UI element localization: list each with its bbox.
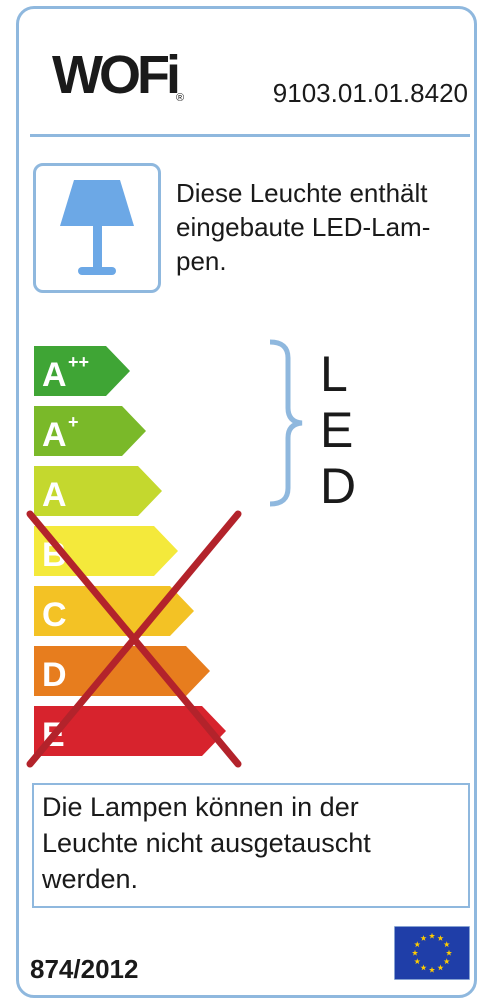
eu-star — [443, 958, 450, 965]
eu-star — [420, 935, 427, 941]
notice-box — [32, 783, 470, 908]
product-code: 9103.01.01.8420 — [272, 78, 468, 108]
energy-class-superscript: + — [68, 412, 79, 432]
energy-class-label: C — [42, 596, 67, 634]
eu-flag-icon — [394, 926, 470, 980]
lamp-icon-box — [33, 163, 161, 293]
energy-class-arrow: A++ — [34, 346, 130, 396]
eu-star — [420, 964, 427, 971]
energy-class-label: A — [42, 476, 67, 514]
energy-scale: A++A+ABCDE — [26, 346, 242, 768]
brand-logo: WOFi — [52, 45, 181, 105]
cross-out-mark — [26, 510, 242, 768]
energy-class-arrow: A+ — [34, 406, 146, 456]
energy-class-label: A — [42, 356, 67, 394]
eu-star — [437, 935, 444, 941]
notice-text: Die Lampen können in der Leuchte nicht a… — [42, 792, 371, 894]
lamp-description: Diese Leuchte enthält eingebaute LED-Lam… — [176, 178, 431, 276]
energy-class-arrow: B — [34, 526, 178, 576]
eu-star — [411, 949, 419, 956]
table-lamp-icon — [60, 180, 134, 275]
energy-class-label: A — [42, 416, 67, 454]
eu-star — [445, 949, 453, 956]
led-bracket — [269, 339, 303, 507]
registered-mark: ® — [176, 92, 185, 104]
eu-star — [428, 966, 436, 973]
header-divider — [30, 134, 470, 137]
energy-class-superscript: ++ — [68, 352, 89, 372]
regulation-number: 874/2012 — [30, 954, 139, 984]
eu-star — [437, 964, 444, 971]
eu-star — [428, 932, 436, 939]
energy-class-arrow: A — [34, 466, 162, 516]
eu-star — [443, 941, 450, 948]
eu-star — [414, 958, 421, 965]
eu-star — [414, 941, 421, 948]
label-frame — [16, 6, 477, 998]
energy-class-label: D — [42, 656, 67, 694]
energy-class-arrow: D — [34, 646, 210, 696]
led-label: L E D — [320, 346, 357, 514]
